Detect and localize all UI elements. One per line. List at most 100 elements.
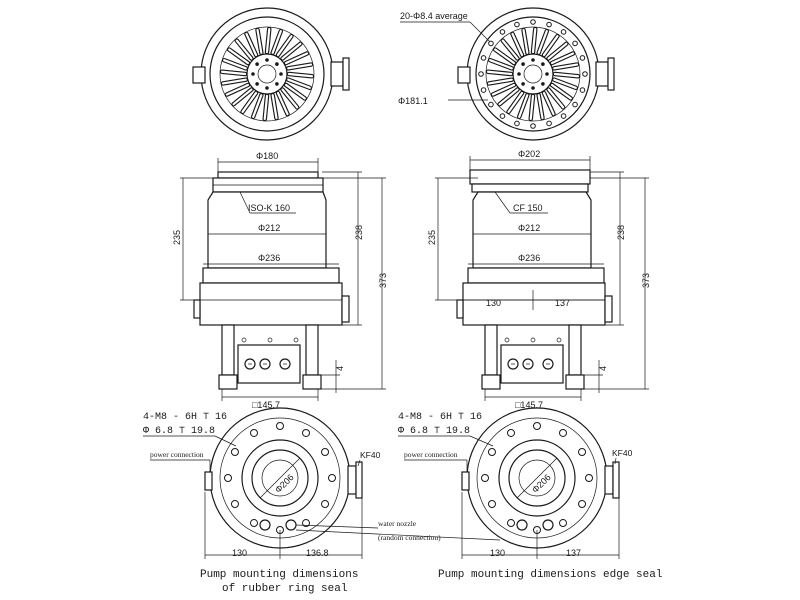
bolt-hole [530,123,536,129]
bolt-hole [579,55,586,61]
rotor-blade-inner [263,94,269,121]
rotor-blade-inner [486,70,513,76]
rotor-blade-inner [281,42,302,60]
rotor-blade-inner [550,52,575,65]
bolt-hole [514,21,520,28]
hub-hole [531,58,535,62]
drill-note-br: Φ 6.8 ⊤ 19.8 [398,426,470,437]
bolt-hole [559,519,567,528]
bolt-hole [507,519,515,528]
bolt-hole [488,40,494,47]
height-body-left: 235 [172,230,182,245]
bolt-hole [585,474,593,482]
bolt-hole [487,500,496,508]
rotor-blade-inner [547,88,565,109]
rotor-blade-inner [271,30,282,54]
bolt-hole [230,500,239,508]
kf-br: KF40 [612,448,633,458]
water-bl-1: water nozzle [378,519,417,528]
rotor-blade-inner [256,28,263,54]
hub-hole [521,62,525,66]
bolt-hole [321,448,330,456]
bolt-hole [546,21,552,28]
bolt-hole [488,101,494,108]
bolt-hole [302,519,310,528]
hub-hole [265,86,269,90]
bolt-hole [530,19,536,25]
base-width-left: □145.7 [252,400,280,410]
rotor-blade-inner [287,63,313,70]
rotor-blade-inner [228,48,250,65]
bolt-hole [499,29,506,35]
rotor-blade-inner [265,27,271,54]
side-view-right: Φ202 CF 150 Φ212 Φ236 130 137 235 238 37… [427,149,651,410]
bolt-hole [224,474,232,482]
bolt-hole [487,448,496,456]
hub-hole [279,72,283,76]
rotor-blade-inner [284,83,306,100]
bolt-hole [478,71,484,77]
bolt-hole [481,474,489,482]
flange-right: CF 150 [513,203,543,213]
dim-left-br: 130 [490,548,505,558]
bolt-hole [276,422,284,430]
rotor-blade-inner [553,78,577,89]
bolt-hole [321,500,330,508]
top-view-left [192,7,350,141]
top-dia-left: Φ180 [256,151,278,161]
foot-gap-left: 4 [335,366,345,371]
height-mid-left: 238 [354,225,364,240]
bolt-hole [582,71,588,77]
bolt-hole [572,40,578,47]
flange-left: ISO-K 160 [248,203,290,213]
rotor-blade-inner [287,72,314,78]
dim-left-bl: 130 [232,548,247,558]
bolt-hole [499,113,506,119]
rotor-blade-inner [511,32,524,57]
bolt-hole [507,428,515,437]
hub-hole [541,82,545,86]
rotor-blade-inner [487,78,513,85]
bottom-view-left: Φ206 4-M8 - 6H ⊤ 16 Φ 6.8 ⊤ 19.8 power c… [143,407,501,559]
water-bl-2: (random connection) [378,533,441,542]
bolt-hole [579,87,586,93]
rotor-blade-inner [494,48,516,65]
bolt-hole [546,120,552,127]
lower-dia-right: Φ236 [518,253,540,263]
hub-hole [517,72,521,76]
base-width-right: □145.7 [515,400,543,410]
hub-hole [275,62,279,66]
body-dia-right: Φ212 [518,223,540,233]
hub-hole [521,82,525,86]
hub-hole [275,82,279,86]
rotor-blade-inner [542,91,555,116]
rotor-blade-inner [245,32,258,57]
rotor-blade-inner [553,63,579,70]
rotor-blade-inner [537,30,548,54]
rotor-blade-inner [491,83,516,96]
rotor-blade-inner [223,59,247,70]
top-view-right: 20-Φ8.4 average Φ181.1 [398,7,615,141]
rotor-blade-inner [276,91,289,116]
hub-hole [255,82,259,86]
rotor-blade-inner [220,70,247,76]
bolt-hole [560,113,567,119]
pcd-label: Φ181.1 [398,96,428,106]
height-mid-right: 238 [616,225,626,240]
rotor-blade-inner [241,91,258,113]
drill-note-bl: Φ 6.8 ⊤ 19.8 [143,426,215,437]
rotor-blade-inner [252,94,263,118]
dim-left-right: 130 [486,298,501,308]
rotor-blade-inner [507,91,524,113]
height-body-right: 235 [427,230,437,245]
power-br: power connection [404,450,458,459]
dim-right-bl: 136.8 [306,548,329,558]
bolt-hole [578,448,587,456]
hub-hole [541,62,545,66]
rotor-blade-inner [518,94,529,118]
bolt-hole [560,29,567,35]
lower-dia-left: Φ236 [258,253,280,263]
thread-note-bl: 4-M8 - 6H ⊤ 16 [143,412,227,423]
rotor-blade-inner [531,27,537,54]
bolt-hole [250,428,258,437]
